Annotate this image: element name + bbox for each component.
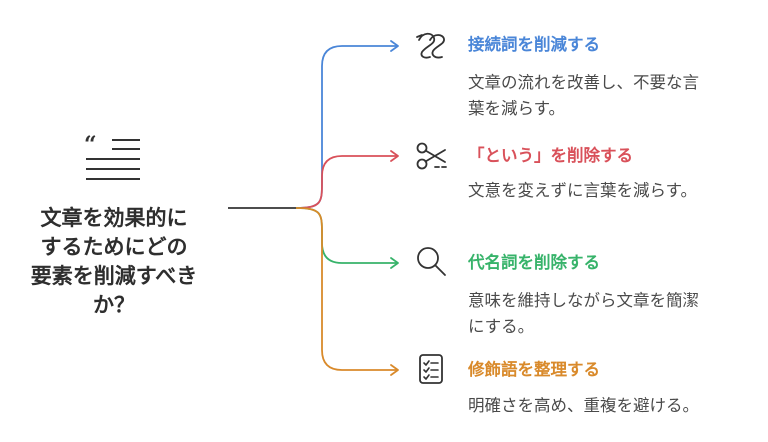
branch-title-pronouns: 代名詞を削除する: [468, 253, 600, 272]
description-line: 文章の流れを改善し、不要な言: [468, 73, 699, 92]
arrowhead-icon: [390, 257, 399, 269]
svg-text:“: “: [84, 132, 97, 158]
central-question-line: か？: [93, 293, 135, 317]
branch-title-modifiers: 修飾語を整理する: [468, 360, 600, 379]
quote-lines-icon: “: [84, 132, 140, 180]
branch-title-conjunctions: 接続詞を削減する: [468, 35, 600, 54]
central-question-line: 要素を削減すべき: [30, 264, 198, 288]
connector-pronouns: [295, 207, 398, 264]
branch-description-pronouns: 意味を維持しながら文章を簡潔 にする。: [468, 288, 699, 340]
arrowhead-icon: [390, 150, 399, 162]
branch-title-toiu: 「という」を削除する: [468, 146, 633, 165]
arrowhead-icon: [390, 364, 399, 376]
magnifier-icon: [417, 247, 446, 276]
branch-description-toiu: 文意を変えずに言葉を減らす。: [468, 178, 697, 204]
description-line: 意味を維持しながら文章を簡潔: [468, 291, 699, 310]
swirl-flow-icon: [416, 32, 445, 59]
checklist-icon: [419, 354, 443, 384]
connector-toiu: [295, 155, 398, 209]
description-line: 葉を減らす。: [468, 99, 566, 118]
branch-description-conjunctions: 文章の流れを改善し、不要な言 葉を減らす。: [468, 70, 699, 122]
description-line: にする。: [468, 317, 535, 336]
description-line: 明確さを高め、重複を避ける。: [468, 396, 699, 415]
description-line: 文意を変えずに言葉を減らす。: [468, 181, 698, 200]
connector-modifiers: [295, 207, 398, 371]
central-question-line: 文章を効果的に: [40, 206, 188, 230]
connector-conjunctions: [295, 45, 398, 209]
arrowhead-icon: [390, 40, 399, 52]
scissors-icon: [416, 142, 447, 170]
branch-description-modifiers: 明確さを高め、重複を避ける。: [468, 393, 699, 419]
central-question-line: するためにどの: [40, 235, 188, 259]
central-question: 文章を効果的に するためにどの 要素を削減すべき か？: [8, 204, 220, 320]
